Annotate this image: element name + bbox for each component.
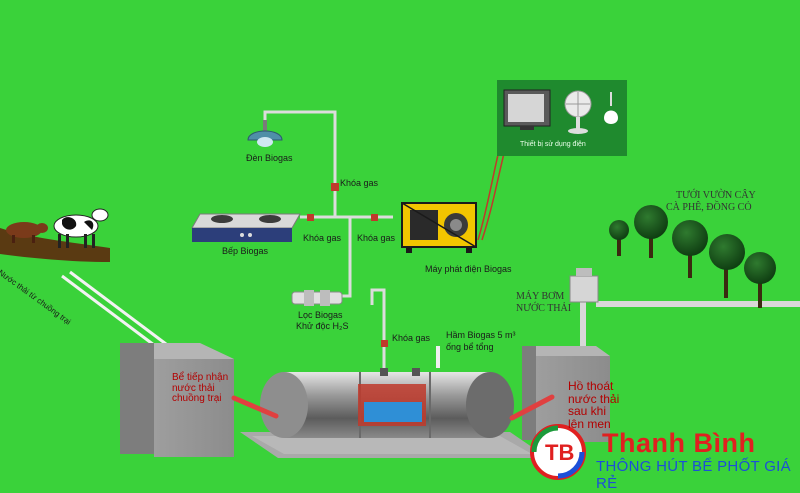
- valve-right-label: Khóa gas: [357, 233, 396, 243]
- tank-label-1: Hầm Biogas 5 m³: [446, 330, 516, 340]
- slurry-pipes: [231, 394, 555, 421]
- gas-valve-icon: [307, 183, 388, 347]
- garden-label-1: TƯỚI VƯỜN CÂY: [676, 190, 756, 201]
- devices-panel-label: Thiết bị sử dụng điện: [520, 141, 586, 148]
- valve-top-label: Khóa gas: [340, 178, 379, 188]
- valve-bottom-label: Khóa gas: [392, 333, 431, 343]
- garden-pipe: [580, 300, 800, 356]
- outlet-label-3: sau khi: [568, 404, 607, 419]
- fan-icon: [564, 90, 592, 134]
- logo-letters: TB: [545, 440, 575, 465]
- cow-icon: [53, 208, 109, 248]
- outlet-label-2: nước thải: [568, 391, 620, 406]
- lamp-label: Đèn Biogas: [246, 153, 293, 163]
- pump-icon: [569, 268, 599, 303]
- generator-label: Máy phát điện Biogas: [425, 264, 512, 274]
- brand-name: Thanh Bình: [602, 428, 756, 458]
- generator-icon: [401, 202, 477, 253]
- filter-label-2: Khử độc H₂S: [296, 321, 349, 331]
- pump-label-2: NƯỚC THẢI: [516, 303, 572, 314]
- garden-label-2: CÀ PHÊ, ĐỒNG CỎ: [666, 202, 752, 213]
- stove-label: Bếp Biogas: [222, 246, 269, 256]
- stove-icon: [191, 213, 301, 242]
- intake-label-2: nước thải: [172, 382, 215, 394]
- tree-icon: [609, 205, 776, 308]
- intake-tank: [120, 343, 234, 457]
- pig-icon: [6, 222, 48, 243]
- intake-label-3: chuồng trại: [172, 393, 222, 404]
- intake-label-1: Bể tiếp nhận: [172, 372, 229, 383]
- tank-label-2: ống bể tổng: [446, 342, 494, 352]
- intake-tank-label: Bể tiếp nhận nước thải chuồng trại: [172, 372, 229, 405]
- outlet-label-1: Hồ thoát: [568, 379, 614, 393]
- valve-left-label: Khóa gas: [303, 233, 342, 243]
- ground-slab: [240, 432, 548, 458]
- biogas-tank: [260, 368, 514, 438]
- outlet-label-4: lên men: [568, 416, 611, 431]
- tv-icon: [503, 89, 551, 130]
- filter-label-1: Lọc Biogas: [298, 310, 343, 320]
- bulb-icon: [604, 92, 618, 124]
- logo-icon: [530, 424, 586, 480]
- pump-label-1: MÁY BƠM: [516, 291, 565, 302]
- farm-pipe: [61, 270, 167, 350]
- brand-tagline: THÔNG HÚT BỂ PHỐT GIÁ RẺ: [596, 458, 791, 492]
- filter-icon: [291, 290, 343, 306]
- outlet-tank-label: Hồ thoát nước thải sau khi lên men: [568, 380, 619, 430]
- lamp-icon: [247, 120, 283, 147]
- gas-stack: [436, 346, 440, 368]
